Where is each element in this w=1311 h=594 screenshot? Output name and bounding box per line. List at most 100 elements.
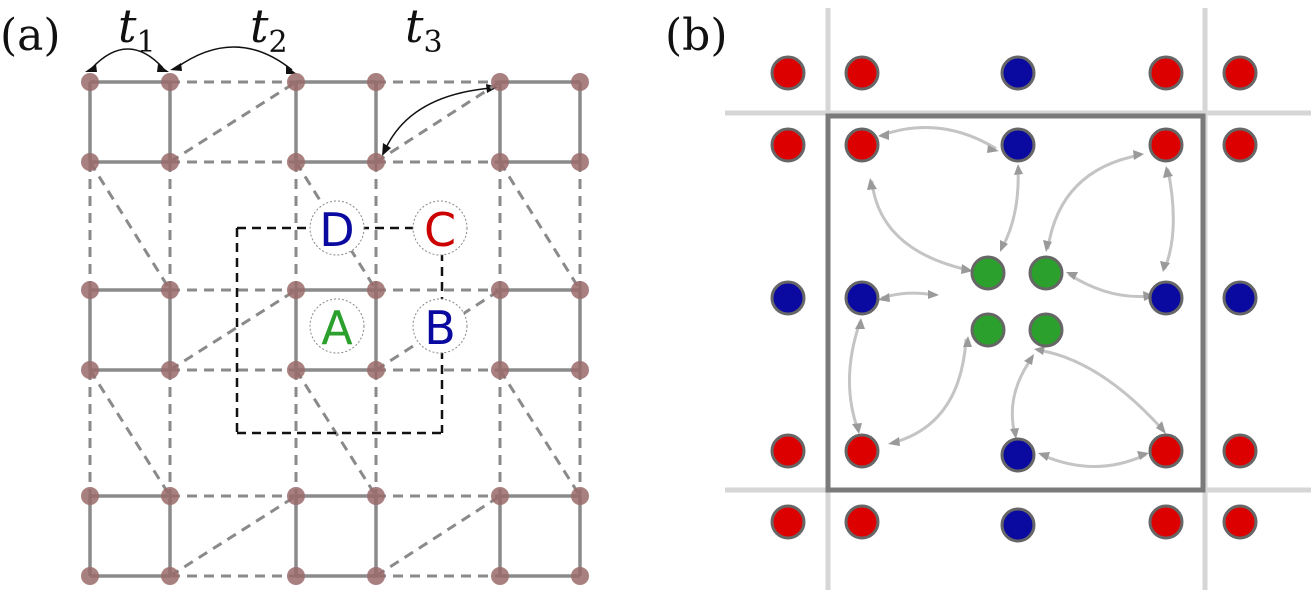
- arrowhead: [85, 64, 97, 72]
- hopping-paths: [847, 126, 1175, 468]
- arrowhead: [867, 178, 877, 190]
- arrowhead: [1014, 164, 1023, 175]
- lattice-bond: [375, 80, 501, 164]
- site-A-letter: A: [321, 301, 353, 355]
- arrowhead: [157, 64, 169, 72]
- red-site: [1222, 127, 1258, 163]
- site-A-marker: [309, 298, 365, 354]
- hopping-path: [880, 126, 997, 150]
- arrowhead: [1066, 272, 1078, 280]
- green-site: [970, 255, 1006, 291]
- arrow-t1: [91, 48, 164, 69]
- red-site: [770, 55, 806, 91]
- lattice-node: [81, 567, 99, 585]
- lattice-node: [367, 487, 385, 505]
- arrow-t3: [384, 87, 493, 151]
- lattice-node: [367, 567, 385, 585]
- arrowhead: [170, 63, 182, 71]
- site-B-letter: B: [424, 301, 456, 355]
- site-D-marker: [309, 200, 365, 256]
- arrowhead: [961, 264, 973, 274]
- red-site: [1148, 504, 1184, 540]
- hopping-path: [1163, 168, 1175, 270]
- lattice-node: [367, 281, 385, 299]
- lattice-node: [81, 153, 99, 171]
- lattice-bond: [169, 494, 297, 578]
- lattice-node: [367, 361, 385, 379]
- lattice-bond: [88, 161, 172, 291]
- lattice-node: [571, 281, 589, 299]
- lattice-node: [571, 361, 589, 379]
- lattice-node: [287, 361, 305, 379]
- arrowhead: [878, 293, 890, 302]
- hopping-path: [890, 338, 968, 445]
- green-site: [970, 312, 1006, 348]
- unit-cell-square: [825, 113, 1206, 493]
- lattice-node: [161, 153, 179, 171]
- lattice-bonds: [88, 80, 582, 578]
- hopping-label-t3: t3: [405, 0, 443, 60]
- lattice-node: [571, 487, 589, 505]
- arrowhead: [878, 130, 889, 140]
- lattice-node: [571, 567, 589, 585]
- lattice-node: [287, 281, 305, 299]
- lattice-bond: [498, 369, 582, 497]
- red-site: [770, 433, 806, 469]
- arrowhead: [1034, 346, 1045, 355]
- arrowhead: [1133, 150, 1144, 160]
- lattice-node: [81, 73, 99, 91]
- lattice-node: [367, 73, 385, 91]
- red-site: [1222, 55, 1258, 91]
- green-site: [1028, 255, 1064, 291]
- lattice-bond: [88, 369, 172, 497]
- site-C: C: [412, 200, 468, 257]
- lattice-node: [491, 487, 509, 505]
- hopping-path: [1040, 453, 1147, 468]
- lattice-node: [491, 73, 509, 91]
- lattice-node: [161, 487, 179, 505]
- arrowhead: [1010, 428, 1019, 439]
- green-site: [1028, 312, 1064, 348]
- arrowhead: [1000, 240, 1008, 252]
- red-site: [1148, 433, 1184, 469]
- hopping-path: [1046, 153, 1142, 250]
- lattice-node: [81, 361, 99, 379]
- red-site: [770, 504, 806, 540]
- site-C-marker: [412, 200, 468, 256]
- lattice-node: [287, 153, 305, 171]
- blue-site: [1222, 280, 1258, 316]
- hopping-path: [1000, 166, 1020, 250]
- site-C-letter: C: [424, 203, 456, 257]
- lattice-node: [81, 281, 99, 299]
- lattice-bond: [375, 494, 501, 578]
- lattice-node: [287, 73, 305, 91]
- hopping-path: [870, 180, 970, 272]
- lattice-node: [161, 567, 179, 585]
- lattice-node: [287, 487, 305, 505]
- panel-b: (b): [665, 8, 1311, 590]
- arrowhead: [286, 66, 297, 74]
- hopping-path: [880, 291, 937, 300]
- site-B-marker: [412, 298, 468, 354]
- arrowhead: [987, 145, 999, 153]
- red-site: [844, 127, 880, 163]
- red-site: [844, 504, 880, 540]
- lattice-node: [491, 361, 509, 379]
- lattice-node: [491, 567, 509, 585]
- lattice-node: [81, 487, 99, 505]
- panel-b-sites: [770, 55, 1258, 543]
- site-A: A: [309, 298, 365, 355]
- hopping-path: [847, 320, 862, 432]
- site-B: B: [412, 298, 468, 355]
- arrowhead: [963, 336, 972, 347]
- blue-site: [1000, 55, 1036, 91]
- panel-a: (a) t1 t2 t3: [0, 0, 589, 585]
- red-site: [1222, 433, 1258, 469]
- arrowhead: [888, 437, 900, 446]
- arrowhead: [1156, 421, 1166, 434]
- arrowhead: [855, 318, 865, 329]
- red-site: [1148, 55, 1184, 91]
- blue-site: [1000, 127, 1036, 163]
- lattice-node: [161, 281, 179, 299]
